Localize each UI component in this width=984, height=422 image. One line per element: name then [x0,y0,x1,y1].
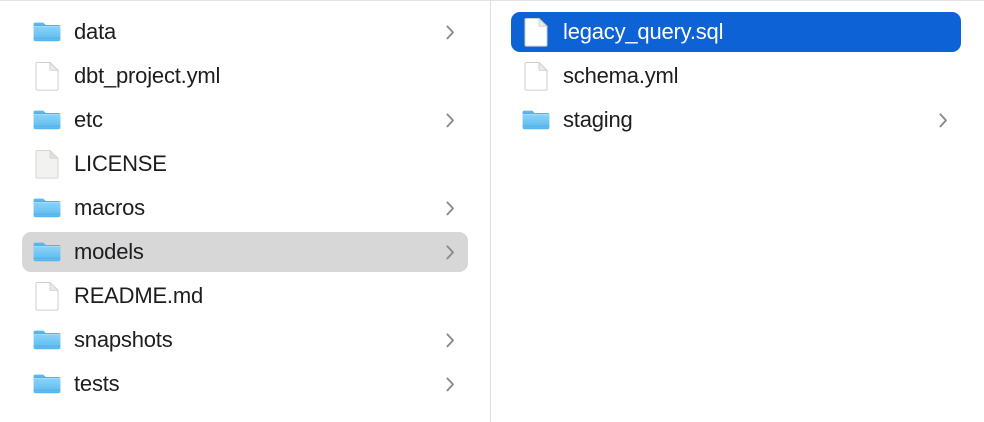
folder-icon [32,17,62,47]
file-row[interactable]: dbt_project.yml [22,56,468,96]
folder-icon [32,237,62,267]
row-label: etc [74,107,103,132]
file-row[interactable]: LICENSE [22,144,468,184]
folder-row[interactable]: models [22,232,468,272]
folder-icon-svg [33,22,61,42]
chevron-right-icon[interactable] [444,111,456,129]
row-label: dbt_project.yml [74,63,221,88]
chevron-right-icon-svg [445,244,454,259]
folder-icon-svg [33,110,61,130]
chevron-right-icon[interactable] [444,243,456,261]
folder-icon-svg [33,374,61,394]
document-icon [32,61,62,91]
row-label: README.md [74,283,203,308]
document-icon-svg [35,61,59,91]
row-label: models [74,239,144,264]
folder-row[interactable]: data [22,12,468,52]
chevron-right-icon-svg [938,112,947,127]
folder-icon-svg [522,110,550,130]
chevron-right-icon-svg [445,24,454,39]
folder-row[interactable]: tests [22,364,468,404]
folder-icon [32,325,62,355]
document-icon [32,281,62,311]
row-label: data [74,19,117,44]
folder-icon [32,105,62,135]
chevron-right-icon[interactable] [444,199,456,217]
file-row[interactable]: schema.yml [511,56,961,96]
file-row[interactable]: README.md [22,276,468,316]
row-label: LICENSE [74,151,167,176]
row-label: staging [563,107,633,132]
document-icon-svg [524,61,548,91]
folder-icon-svg [33,242,61,262]
chevron-right-icon[interactable] [444,23,456,41]
document-icon-svg [35,149,59,179]
file-row[interactable]: legacy_query.sql [511,12,961,52]
chevron-right-icon[interactable] [937,111,949,129]
row-label: snapshots [74,327,173,352]
folder-row[interactable]: staging [511,100,961,140]
chevron-right-icon[interactable] [444,331,456,349]
plain-document-icon [32,149,62,179]
folder-icon [32,193,62,223]
document-icon-svg [35,281,59,311]
folder-icon [32,369,62,399]
document-icon [521,61,551,91]
row-label: schema.yml [563,63,679,88]
row-label: macros [74,195,145,220]
chevron-right-icon-svg [445,200,454,215]
chevron-right-icon[interactable] [444,375,456,393]
chevron-right-icon-svg [445,112,454,127]
folder-icon-svg [33,198,61,218]
row-label: tests [74,371,120,396]
folder-icon [521,105,551,135]
chevron-right-icon-svg [445,376,454,391]
finder-column-2[interactable]: legacy_query.sql schema.yml staging [491,1,983,422]
row-label: legacy_query.sql [563,19,724,44]
chevron-right-icon-svg [445,332,454,347]
folder-row[interactable]: macros [22,188,468,228]
folder-icon-svg [33,330,61,350]
folder-row[interactable]: snapshots [22,320,468,360]
document-icon-svg [524,17,548,47]
folder-row[interactable]: etc [22,100,468,140]
document-icon [521,17,551,47]
